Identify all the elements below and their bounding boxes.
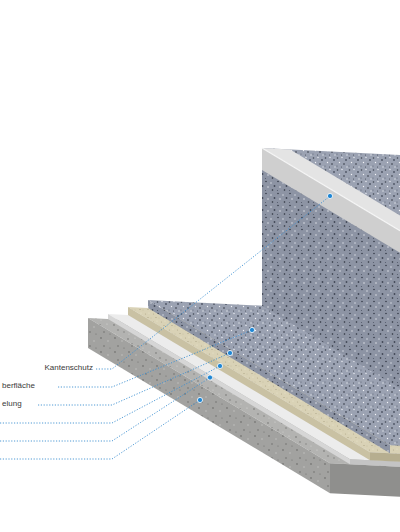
marker-dot [227,350,232,355]
concrete-side [330,463,400,497]
leader-line [0,400,200,459]
marker-dot [327,193,332,198]
leader-line [58,330,252,387]
leader-line [96,196,330,369]
layer-label: Kantenschutz [45,363,93,373]
leader-line [0,366,220,423]
leader-line [38,353,230,405]
marker-dot [197,397,202,402]
marker-dot [249,327,254,332]
nosing-edge [262,148,400,231]
leader-line [0,378,210,442]
marker-dot [217,363,222,368]
nosing-front [262,148,400,253]
layer-label: elung [2,399,22,409]
layer-label: berfläche [2,381,35,391]
step-riser [262,148,400,389]
sand-side [370,452,400,462]
step-top [262,148,400,231]
nosing-top [262,148,400,231]
marker-dot [207,375,212,380]
